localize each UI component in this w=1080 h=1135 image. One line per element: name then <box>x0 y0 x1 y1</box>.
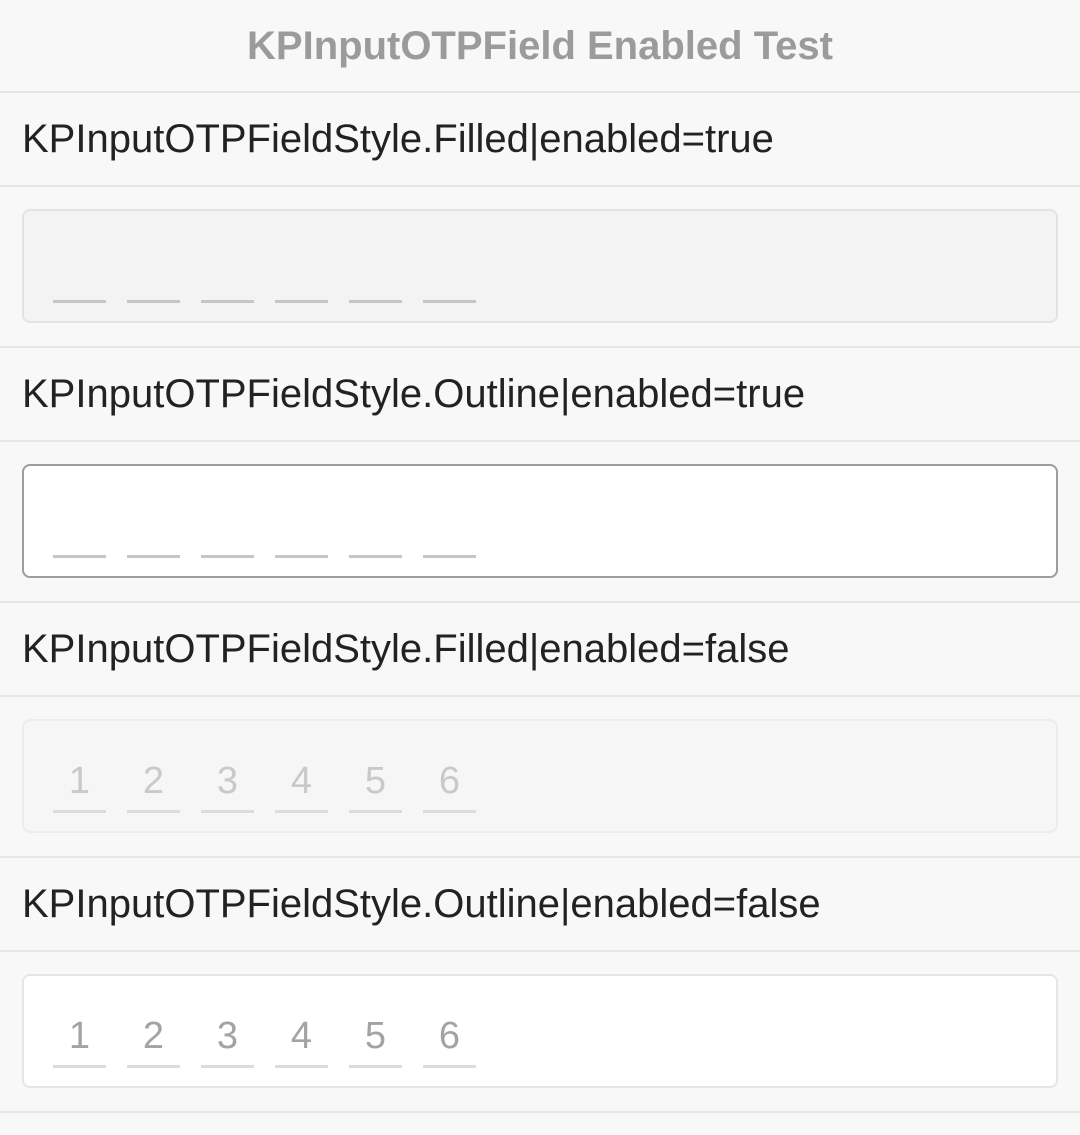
otp-slot-2: 2 <box>127 976 180 1068</box>
section-label-outline-enabled: KPInputOTPFieldStyle.Outline|enabled=tru… <box>22 371 806 416</box>
otp-slot-4: 4 <box>275 976 328 1068</box>
otp-slot-5[interactable] <box>349 466 402 558</box>
divider <box>0 91 1080 93</box>
divider <box>0 856 1080 858</box>
section-label-outline-disabled: KPInputOTPFieldStyle.Outline|enabled=fal… <box>22 881 821 926</box>
otp-field-outline-disabled: 1 2 3 4 5 6 <box>22 974 1058 1088</box>
divider <box>0 695 1080 697</box>
otp-slot-6[interactable] <box>423 466 476 558</box>
divider <box>0 601 1080 603</box>
otp-slot-3: 3 <box>201 976 254 1068</box>
otp-slot-6: 6 <box>423 721 476 813</box>
otp-slot-3[interactable] <box>201 211 254 303</box>
otp-slot-5: 5 <box>349 976 402 1068</box>
page-title: KPInputOTPField Enabled Test <box>247 23 833 68</box>
section-label-filled-enabled: KPInputOTPFieldStyle.Filled|enabled=true <box>22 116 774 161</box>
otp-slot-4[interactable] <box>275 211 328 303</box>
section-label-filled-disabled: KPInputOTPFieldStyle.Filled|enabled=fals… <box>22 626 790 671</box>
divider <box>0 185 1080 187</box>
otp-field-outline-enabled[interactable] <box>22 464 1058 578</box>
otp-slot-6: 6 <box>423 976 476 1068</box>
otp-slot-3[interactable] <box>201 466 254 558</box>
otp-slot-1: 1 <box>53 976 106 1068</box>
divider <box>0 440 1080 442</box>
otp-slot-4[interactable] <box>275 466 328 558</box>
otp-slot-2: 2 <box>127 721 180 813</box>
otp-slot-1[interactable] <box>53 466 106 558</box>
divider <box>0 346 1080 348</box>
otp-slot-5[interactable] <box>349 211 402 303</box>
otp-slot-1[interactable] <box>53 211 106 303</box>
otp-slot-2[interactable] <box>127 211 180 303</box>
otp-slot-1: 1 <box>53 721 106 813</box>
otp-field-filled-disabled: 1 2 3 4 5 6 <box>22 719 1058 833</box>
otp-field-filled-enabled[interactable] <box>22 209 1058 323</box>
otp-slot-5: 5 <box>349 721 402 813</box>
divider <box>0 1111 1080 1113</box>
otp-slot-3: 3 <box>201 721 254 813</box>
otp-slot-4: 4 <box>275 721 328 813</box>
divider <box>0 950 1080 952</box>
otp-slot-2[interactable] <box>127 466 180 558</box>
otp-slot-6[interactable] <box>423 211 476 303</box>
